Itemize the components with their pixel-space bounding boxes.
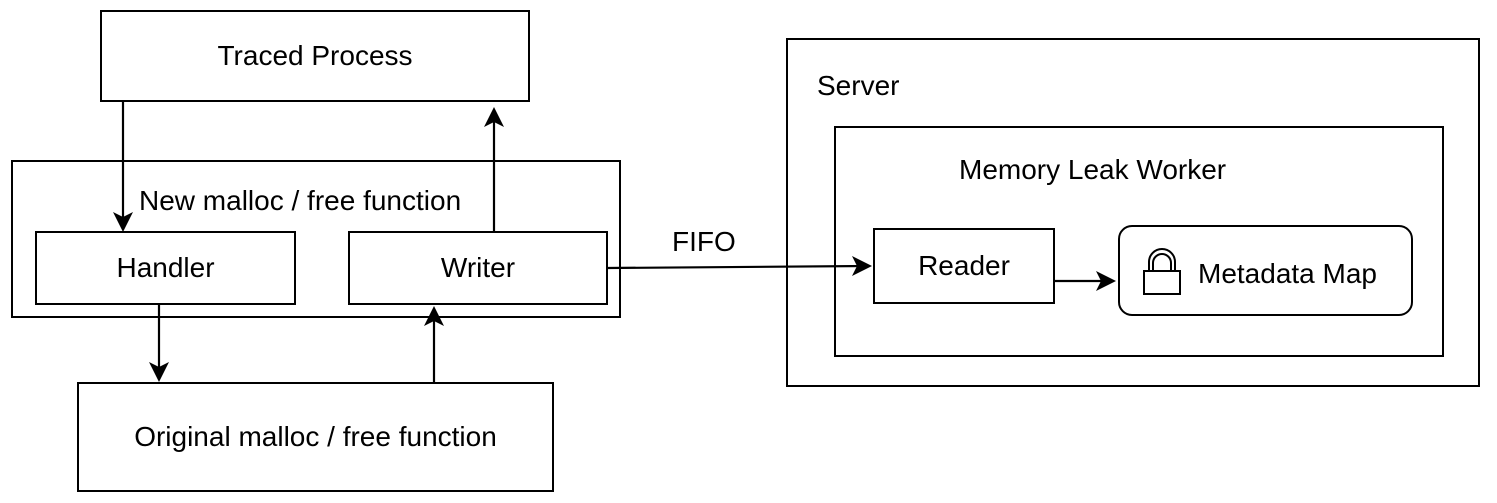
memory-leak-worker-label: Memory Leak Worker (959, 154, 1227, 185)
arrowhead-original-to-writer (424, 306, 444, 326)
original-function-label: Original malloc / free function (134, 421, 497, 452)
arrowhead-reader-to-metadata (1096, 271, 1116, 291)
arrowhead-traced-to-handler (113, 212, 133, 232)
traced-process-box: Traced Process (100, 10, 530, 102)
writer-label: Writer (440, 252, 516, 283)
arrowhead-writer-to-reader (852, 256, 872, 276)
arrow-writer-to-reader (607, 264, 867, 270)
handler-label: Handler (116, 252, 215, 283)
writer-box: Writer (348, 231, 608, 305)
arrowhead-writer-to-traced (484, 107, 504, 127)
handler-box: Handler (35, 231, 296, 305)
arrowhead-handler-to-original (149, 362, 169, 382)
server-label: Server (817, 70, 900, 101)
fifo-label: FIFO (672, 226, 736, 257)
reader-box: Reader (873, 228, 1055, 304)
new-function-label: New malloc / free function (139, 185, 462, 216)
metadata-map-label: Metadata Map (1198, 258, 1377, 289)
metadata-map-box (1118, 225, 1413, 316)
traced-process-label: Traced Process (217, 40, 413, 71)
original-function-box: Original malloc / free function (77, 382, 554, 492)
lock-icon (1143, 248, 1181, 295)
reader-label: Reader (918, 250, 1010, 281)
